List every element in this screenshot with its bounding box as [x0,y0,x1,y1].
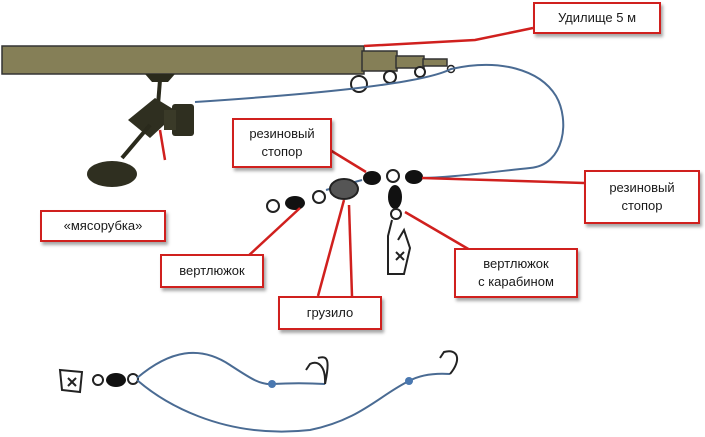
rod-label-text: Удилище 5 м [557,10,637,25]
swivel-with-snap [387,185,412,275]
callout-lines [158,26,585,297]
swivel-label: вертлюжок [160,254,264,288]
swivel [266,190,326,213]
leader-rig [58,350,459,433]
swivel-snap-label: вертлюжок с карабином [454,248,578,298]
reel-label: «мясорубка» [40,210,166,242]
stopper-right-line1: резиновый [609,180,675,195]
swivel-snap-line2: с карабином [478,274,554,289]
swivel-label-text: вертлюжок [179,263,245,278]
sinker [329,178,359,200]
stopper-top-label: резиновый стопор [232,118,332,168]
stopper-top-line2: стопор [261,144,303,159]
swivel-snap-line1: вертлюжок [483,256,549,271]
spinning-reel [87,74,194,187]
reel-label-text: «мясорубка» [63,218,143,233]
hook-icon [305,356,329,385]
stopper-right-line2: стопор [621,198,663,213]
stopper-right-label: резиновый стопор [584,170,700,224]
fishing-line [194,63,565,179]
sinker-label-text: грузило [306,305,354,320]
stopper-assembly [325,169,423,191]
hook-icon [439,350,459,375]
rod-label: Удилище 5 м [533,2,661,34]
sinker-label: грузило [278,296,382,330]
stopper-top-line1: резиновый [249,126,315,141]
